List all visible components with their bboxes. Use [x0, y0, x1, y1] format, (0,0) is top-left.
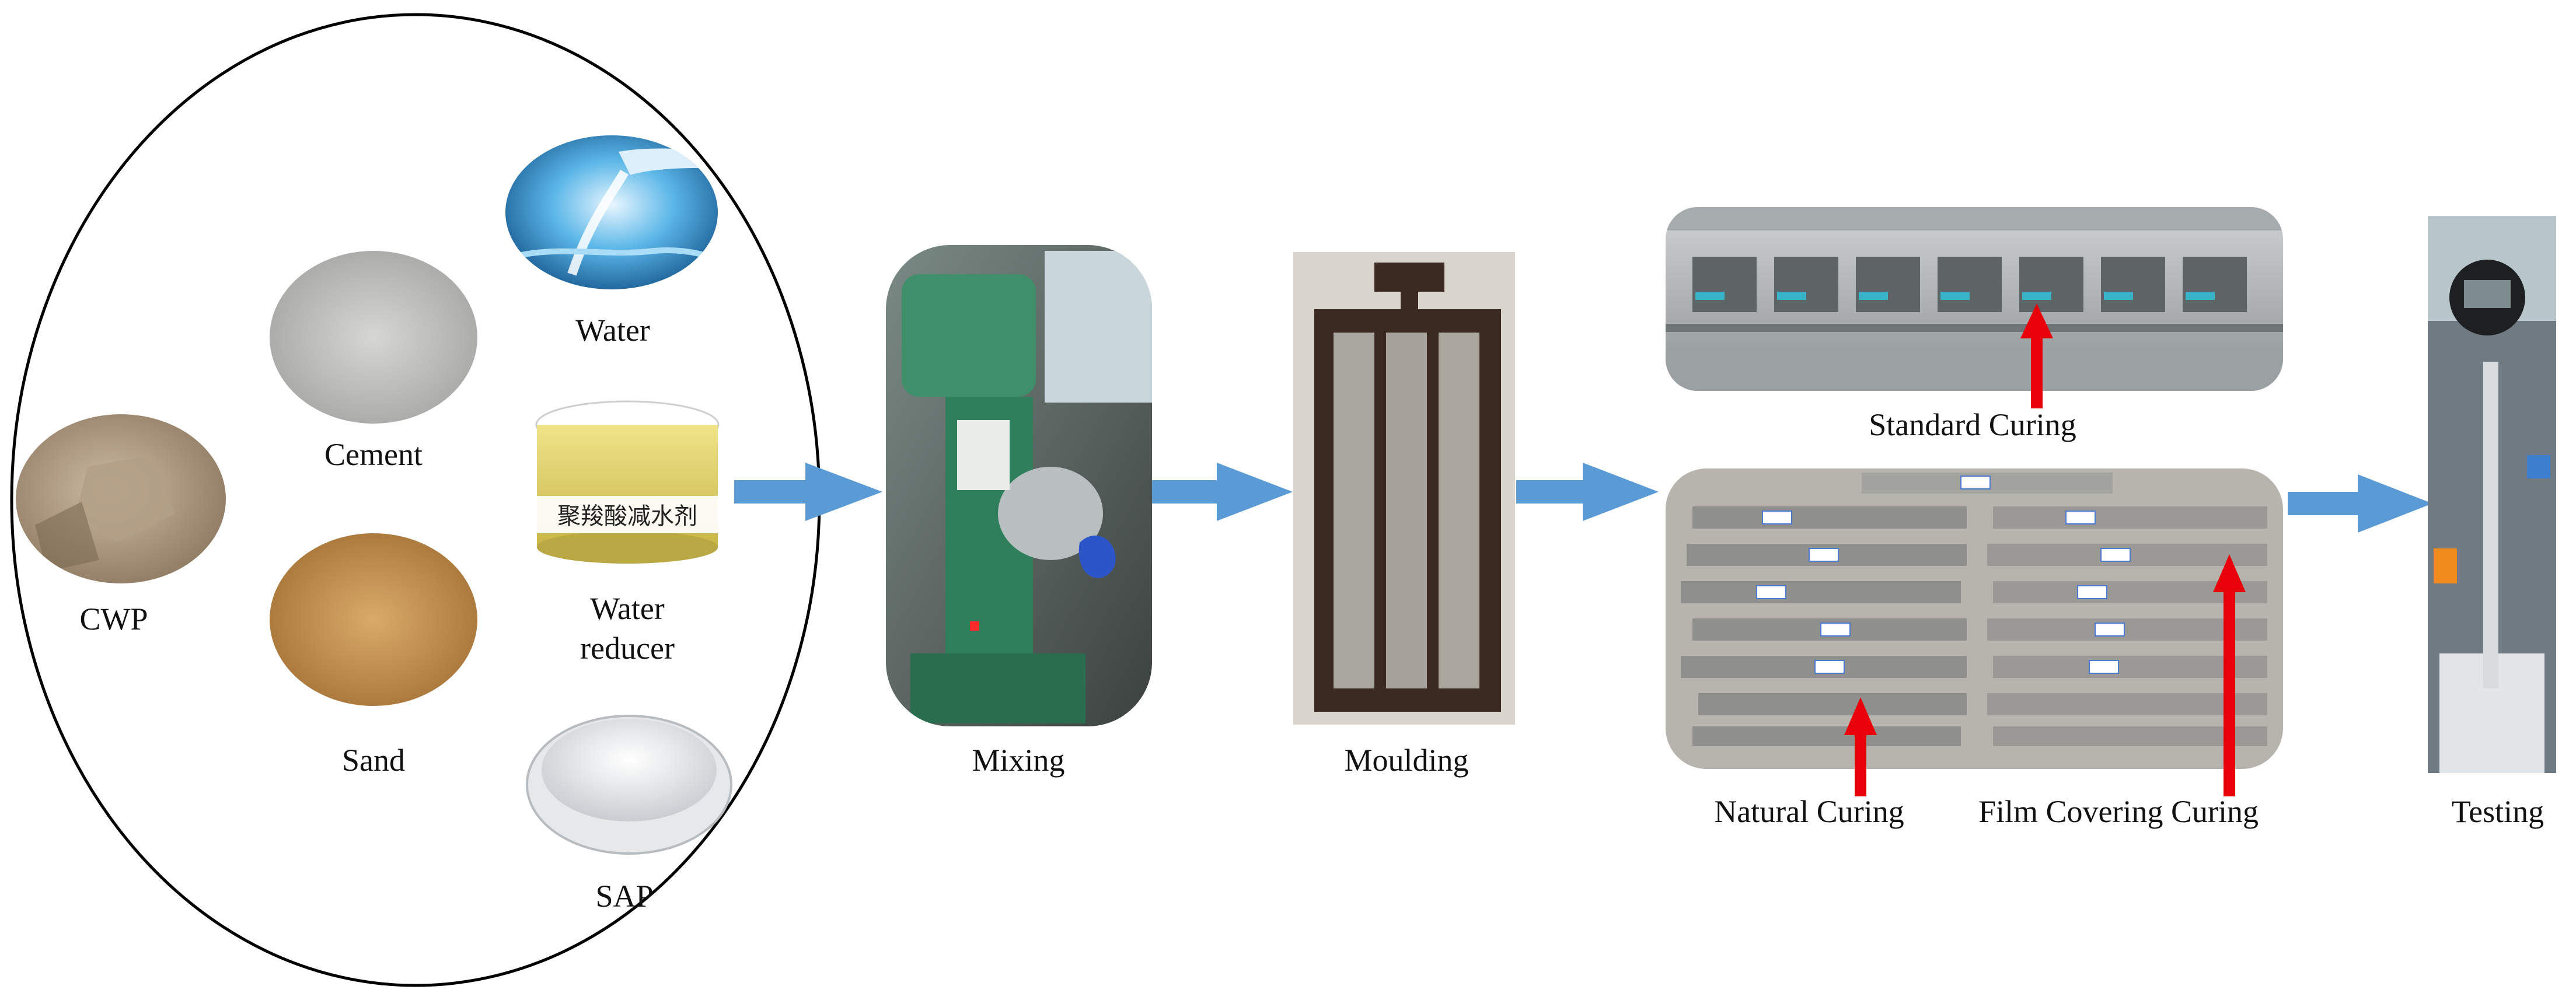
flow-arrow-1 [734, 463, 882, 521]
moulding-label: Moulding [1344, 743, 1469, 778]
sand-photo [270, 533, 477, 706]
natural-curing-label: Natural Curing [1714, 794, 1904, 829]
natural-curing-photo [1666, 468, 2283, 769]
moulding-photo [1293, 252, 1515, 725]
testing-photo [2428, 216, 2556, 773]
mixing-label: Mixing [972, 743, 1065, 778]
water-reducer-bottle [528, 400, 727, 564]
flow-arrow-3 [1516, 463, 1659, 521]
standard-curing-label: Standard Curing [1869, 407, 2076, 442]
sand-label: Sand [342, 743, 405, 778]
standard-curing-marker-arrow [2020, 303, 2053, 408]
testing-label: Testing [2451, 794, 2544, 829]
flow-arrow-2 [1152, 463, 1293, 521]
water-photo [505, 135, 718, 289]
cwp-label: CWP [79, 602, 148, 637]
cwp-photo [16, 414, 226, 583]
natural-curing-marker-arrow [1844, 697, 1877, 796]
cement-photo [270, 251, 477, 424]
cement-label: Cement [324, 437, 423, 472]
sap-label: SAP [595, 879, 654, 914]
water-reducer-label-line2: reducer [580, 631, 675, 666]
film-covering-curing-label: Film Covering Curing [1978, 794, 2259, 829]
standard-curing-photo [1666, 207, 2283, 391]
mixing-photo [886, 245, 1152, 726]
water-reducer-bottle-text: 聚羧酸减水剂 [557, 503, 697, 530]
film-curing-marker-arrow [2213, 554, 2246, 796]
sap-photo [526, 715, 732, 855]
water-label: Water [575, 313, 650, 348]
water-reducer-label-line1: Water [590, 591, 665, 626]
flow-arrow-4 [2288, 474, 2432, 533]
